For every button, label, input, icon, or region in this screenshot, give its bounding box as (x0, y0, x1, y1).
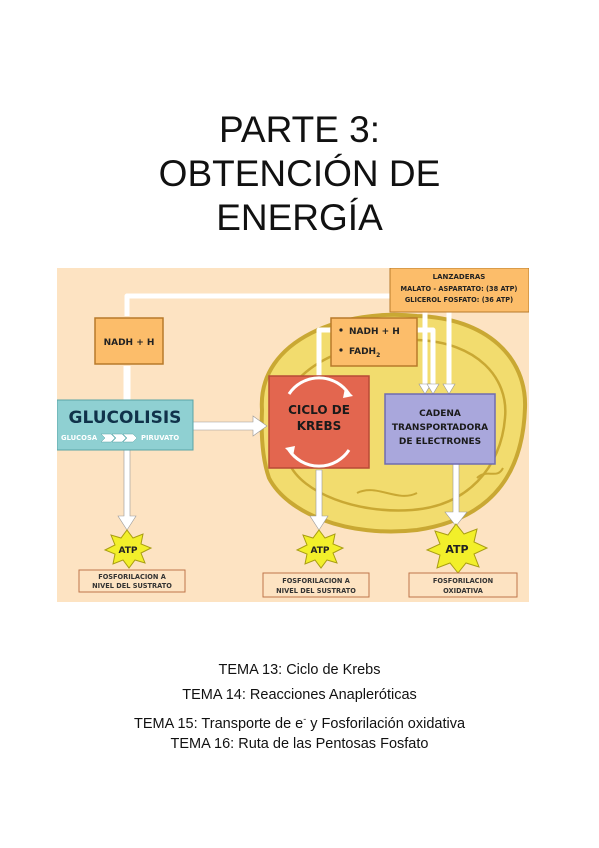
krebs-title-line-1: CICLO DE (288, 403, 350, 417)
glycolysis-title: GLUCOLISIS (69, 408, 182, 428)
topic-15-prefix: TEMA 15: Transporte de e (133, 715, 304, 732)
glycolysis-from: GLUCOSA (61, 434, 98, 442)
phos2-line-2: NIVEL DEL SUSTRATO (276, 587, 356, 595)
nadh-box: NADH + H (94, 317, 164, 365)
electron-chain-box: CADENA TRANSPORTADORA DE ELECTRONES (384, 393, 496, 465)
phosphorylation-box-1: FOSFORILACION A NIVEL DEL SUSTRATO (78, 569, 186, 593)
nadh-label: NADH + H (104, 338, 155, 348)
atp-label-1: ATP (118, 546, 137, 556)
shuttles-line-1: MALATO - ASPARTATO: (38 ATP) (401, 285, 518, 293)
shuttles-heading: LANZADERAS (433, 273, 486, 281)
atp-burst-2: ATP (295, 529, 345, 569)
atp-burst-3: ATP (425, 523, 489, 574)
krebs-product-fadh: FADH2 (349, 347, 380, 359)
glycolysis-box: GLUCOLISIS GLUCOSA PIRUVATO (57, 399, 194, 451)
topic-15-suffix: y Fosforilación oxidativa (306, 715, 466, 732)
topic-15: TEMA 15: Transporte de e- y Fosforilació… (0, 707, 599, 732)
shuttles-line-2: GLICEROL FOSFATO: (36 ATP) (405, 296, 513, 304)
atp-label-2: ATP (310, 546, 329, 556)
topic-13: TEMA 13: Ciclo de Krebs (218, 662, 381, 678)
flow-arrows (117, 383, 468, 531)
krebs-products-box: NADH + H FADH2 (330, 317, 418, 367)
phosphorylation-box-3: FOSFORILACION OXIDATIVA (408, 572, 518, 598)
topics-list: TEMA 13: Ciclo de Krebs TEMA 14: Reaccio… (0, 658, 599, 756)
chain-line-3: DE ELECTRONES (399, 437, 481, 447)
krebs-product-nadh: NADH + H (349, 327, 400, 337)
topic-15-superscript: - (303, 714, 307, 724)
chain-line-1: CADENA (419, 409, 461, 419)
glycolysis-chevrons (100, 433, 138, 443)
krebs-box: CICLO DE KREBS (268, 375, 370, 469)
glycolysis-to: PIRUVATO (141, 434, 179, 442)
topic-14: TEMA 14: Reacciones Anapleróticas (182, 686, 417, 703)
topic-16: TEMA 16: Ruta de las Pentosas Fosfato (170, 735, 429, 752)
phos3-line-2: OXIDATIVA (443, 587, 484, 595)
phos3-line-1: FOSFORILACION (433, 577, 493, 585)
shuttles-box: LANZADERAS MALATO - ASPARTATO: (38 ATP) … (389, 268, 529, 313)
page-title: PARTE 3: OBTENCIÓN DE ENERGÍA (0, 108, 599, 240)
chain-line-2: TRANSPORTADORA (392, 423, 488, 433)
title-line-1: PARTE 3: (218, 109, 381, 150)
phos1-line-1: FOSFORILACION A (98, 573, 167, 581)
title-line-2: OBTENCIÓN DE (158, 153, 441, 194)
flow-connectors (123, 293, 452, 400)
phosphorylation-box-2: FOSFORILACION A NIVEL DEL SUSTRATO (262, 572, 370, 598)
atp-label-3: ATP (445, 543, 468, 556)
atp-burst-1: ATP (103, 529, 153, 569)
krebs-title-line-2: KREBS (297, 419, 342, 433)
phos1-line-2: NIVEL DEL SUSTRATO (92, 582, 172, 590)
phos2-line-1: FOSFORILACION A (282, 577, 351, 585)
title-line-3: ENERGÍA (216, 197, 383, 238)
metabolism-diagram: LANZADERAS MALATO - ASPARTATO: (38 ATP) … (57, 268, 529, 602)
